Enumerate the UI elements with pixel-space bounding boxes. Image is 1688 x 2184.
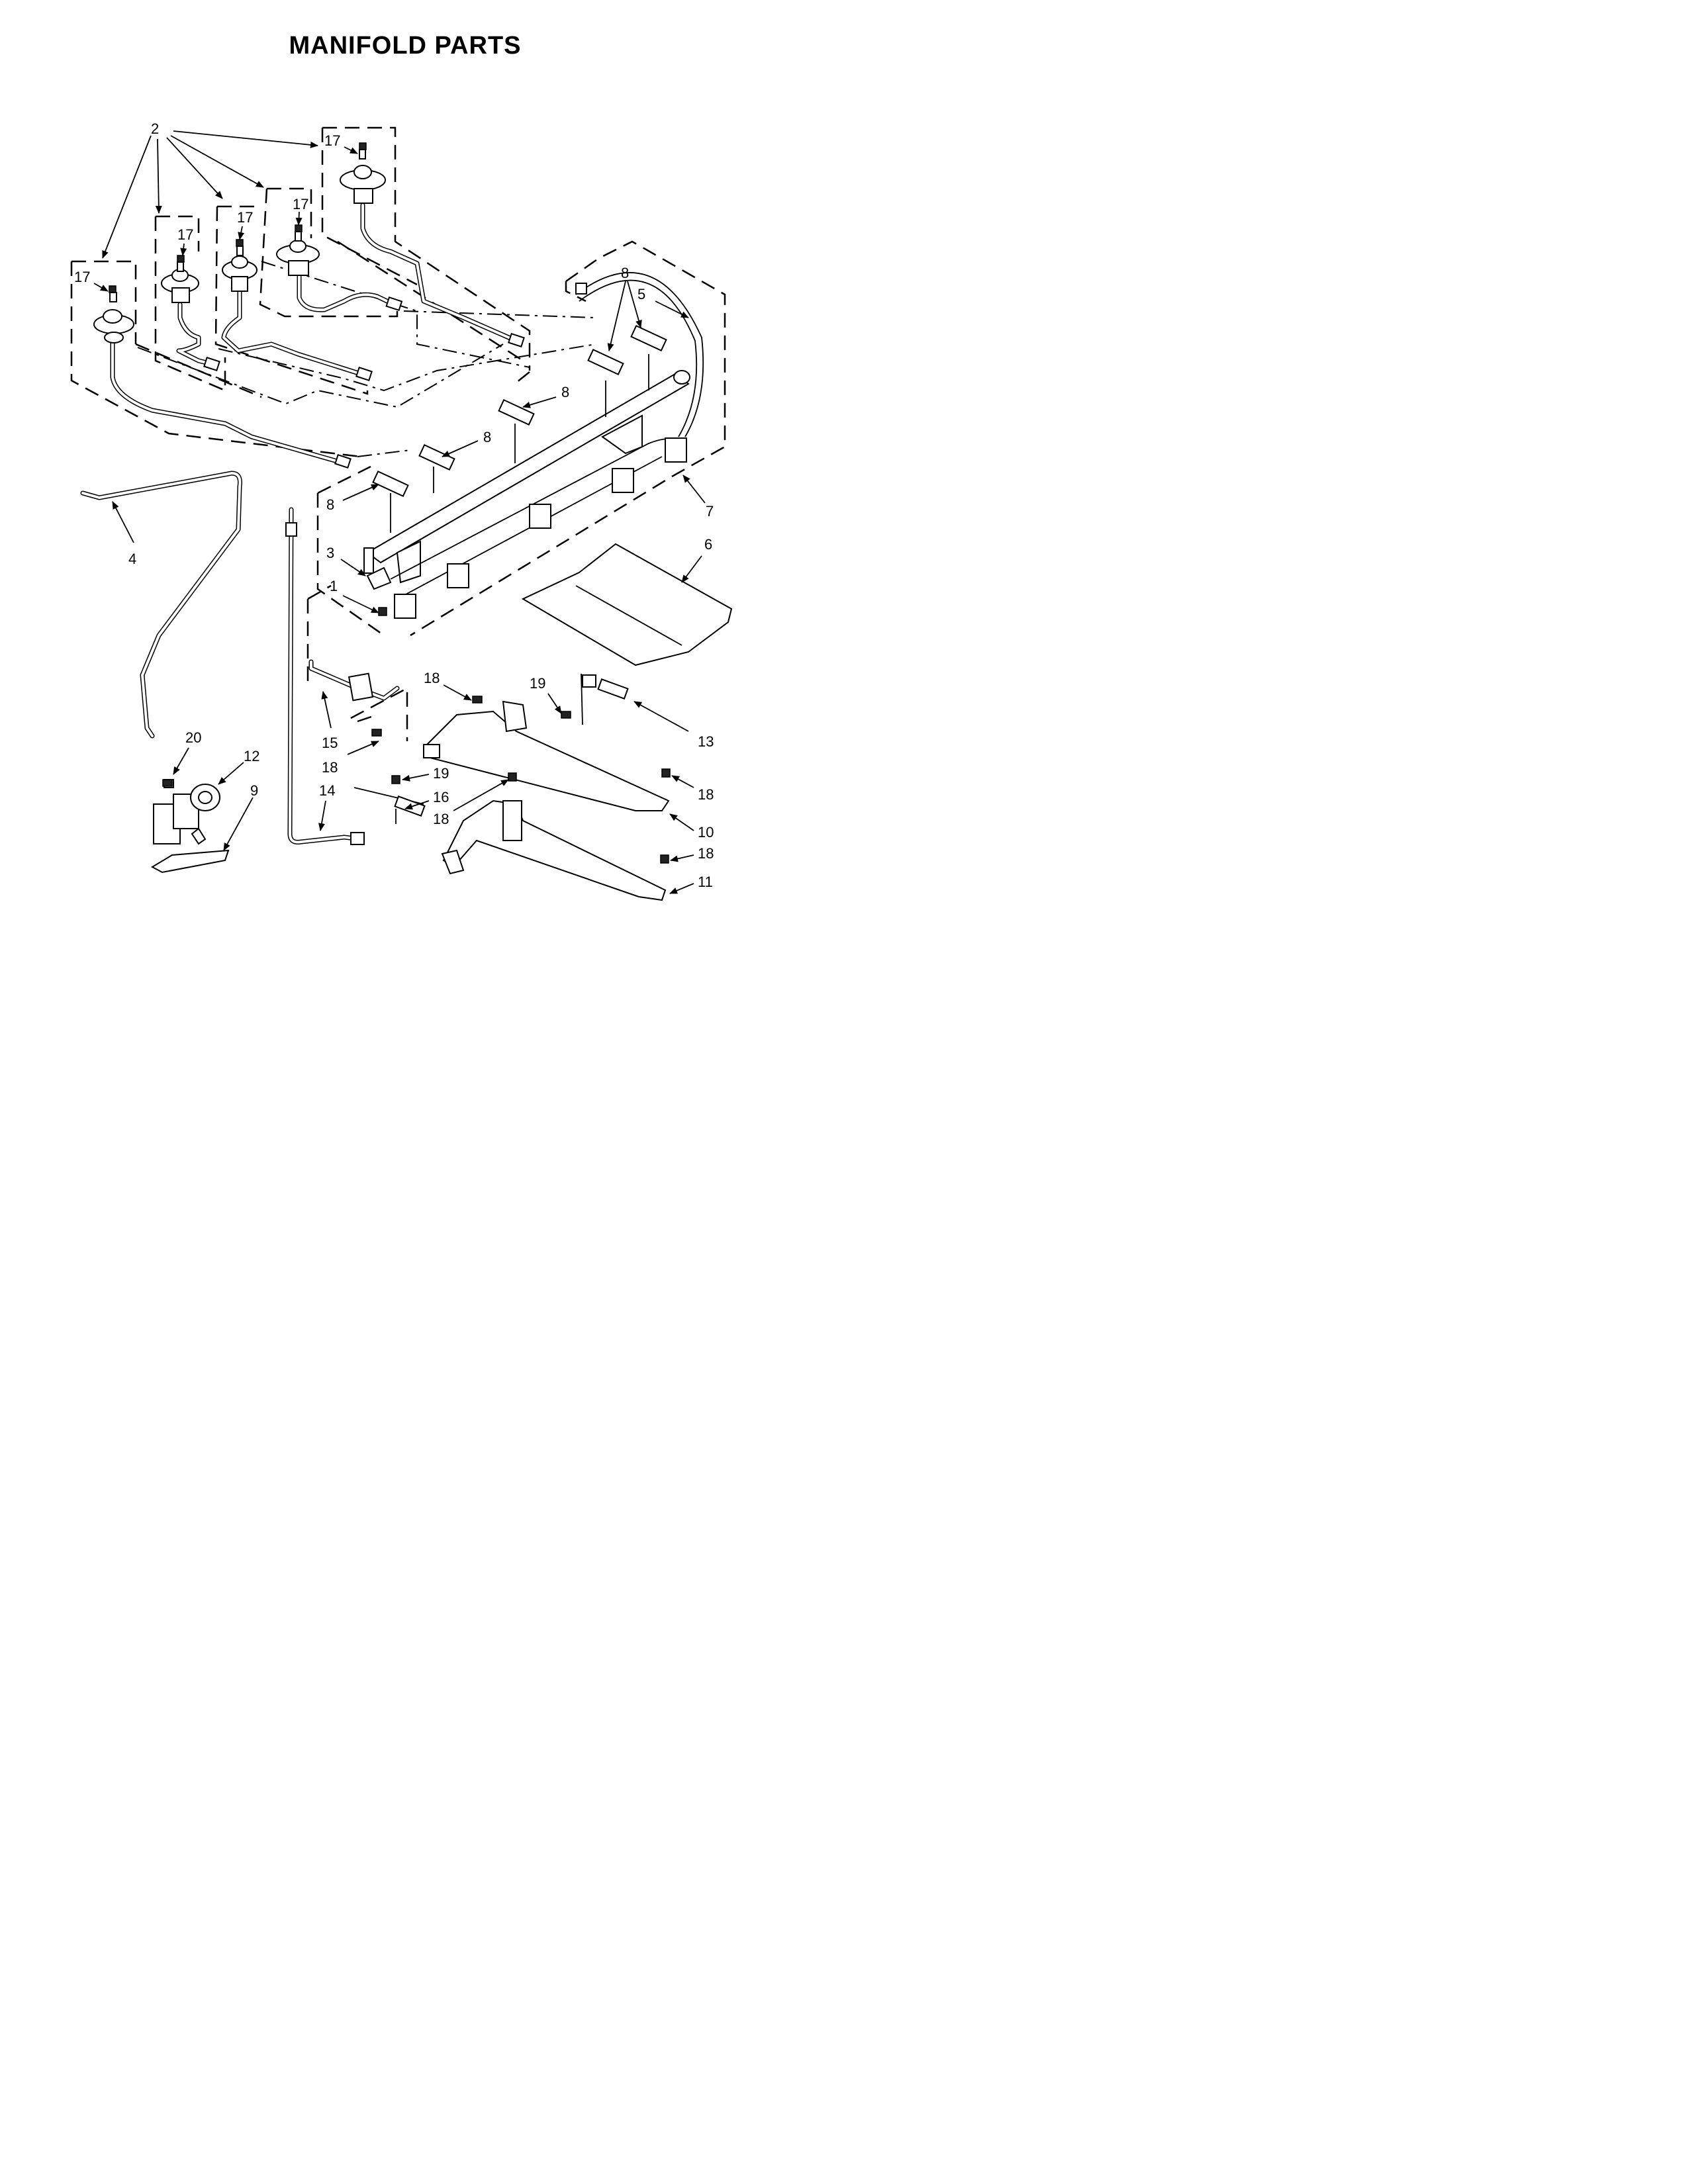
callout-18: 18: [433, 811, 449, 827]
callout-18: 18: [698, 786, 714, 803]
callout-6: 6: [704, 536, 712, 553]
callout-20: 20: [185, 729, 201, 746]
bracket: [366, 567, 392, 590]
callout-19: 19: [433, 765, 449, 782]
callout-17: 17: [237, 209, 253, 226]
broil-burner: [441, 799, 667, 901]
page-title: MANIFOLD PARTS: [289, 32, 522, 60]
exploded-parts-diagram: 2 17 17 17 17 17 8 5 8 8 8 7 6 3 1 4 18 …: [70, 120, 733, 901]
callout-5: 5: [637, 286, 645, 302]
callout-14: 14: [319, 782, 335, 799]
callout-3: 3: [326, 545, 334, 561]
callout-16: 16: [433, 789, 449, 805]
callout-17: 17: [293, 196, 308, 212]
parts-diagram-page: MANIFOLD PARTS: [0, 0, 810, 1048]
callout-8: 8: [561, 384, 569, 400]
leader-lines: [93, 130, 706, 894]
igniters: [353, 673, 629, 824]
callout-19: 19: [530, 675, 545, 692]
callout-8: 8: [326, 496, 334, 513]
pressure-regulator: [150, 779, 230, 874]
callout-10: 10: [698, 824, 714, 841]
callout-12: 12: [244, 748, 259, 764]
callout-18: 18: [322, 759, 338, 776]
screws: [109, 142, 671, 864]
valve-2: [161, 261, 220, 372]
callout-8: 8: [621, 265, 629, 281]
gas-supply-tube: [80, 471, 242, 739]
valve-4: [276, 231, 403, 312]
manifold-pipe: [363, 272, 704, 619]
orifice-fittings: [372, 324, 667, 533]
callout-9: 9: [250, 782, 258, 799]
callout-8: 8: [483, 429, 491, 445]
oven-pipe: [308, 659, 400, 702]
callout-labels: 2 17 17 17 17 17 8 5 8 8 8 7 6 3 1 4 18 …: [74, 120, 714, 890]
callout-17: 17: [74, 269, 90, 285]
callout-15: 15: [322, 735, 338, 751]
callout-4: 4: [128, 551, 136, 567]
callout-18: 18: [698, 845, 714, 862]
valve-left: [93, 292, 352, 469]
callout-13: 13: [698, 733, 714, 750]
burner-valve-assemblies: [93, 149, 525, 469]
oven-burner: [422, 700, 670, 811]
callout-7: 7: [706, 503, 714, 520]
callout-1: 1: [330, 578, 338, 594]
callout-17: 17: [177, 226, 193, 243]
callout-2: 2: [151, 120, 159, 137]
valve-group-outlines: [70, 126, 726, 741]
oven-supply-tube: [285, 507, 365, 845]
callout-18: 18: [424, 670, 440, 686]
valve-3: [221, 246, 373, 382]
callout-11: 11: [698, 874, 713, 890]
heat-shield: [521, 543, 733, 666]
callout-17: 17: [324, 132, 340, 149]
valve-top: [340, 149, 525, 348]
